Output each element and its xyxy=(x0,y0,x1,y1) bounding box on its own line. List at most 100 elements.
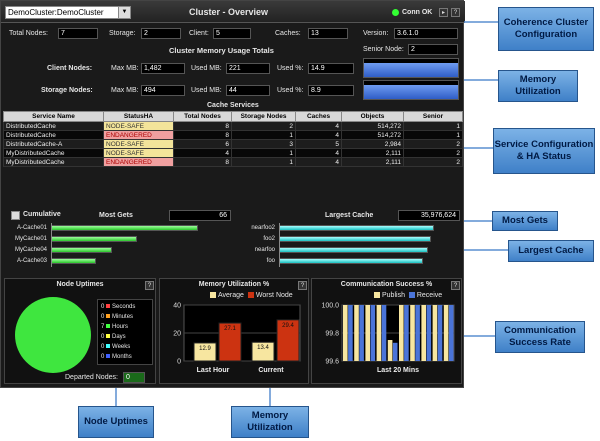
client-pct-label: Used %: xyxy=(277,65,304,72)
uptime-legend-swatch xyxy=(106,344,111,349)
largest-cache-label: foo xyxy=(266,258,275,264)
data-label: 12.9 xyxy=(199,346,211,352)
uptime-legend-count: 7 xyxy=(101,324,107,330)
uptime-legend-item: 0 Minutes xyxy=(101,314,133,320)
x-tick-label: Last Hour xyxy=(197,367,230,374)
storage-label: Storage: xyxy=(109,30,136,37)
bar-receive xyxy=(359,305,364,361)
cluster-select[interactable]: DemoCluster:DemoCluster ▼ xyxy=(5,6,131,19)
most-gets-value: 66 xyxy=(169,210,231,221)
legend-average-label: Average xyxy=(218,292,244,299)
memutil-help-button[interactable]: ? xyxy=(298,281,307,290)
uptime-legend-item: 0 Seconds xyxy=(101,304,135,310)
y-tick-label: 20 xyxy=(173,331,181,338)
uptime-legend-label: Days xyxy=(112,334,126,340)
largest-cache-axis xyxy=(279,223,280,267)
legend-worst-swatch xyxy=(247,292,254,299)
bar-publish xyxy=(421,305,426,361)
most-gets-axis xyxy=(51,223,52,267)
uptime-legend-count: 0 xyxy=(101,304,107,310)
total-nodes-label: Total Nodes: xyxy=(9,30,48,37)
storage-pct-label: Used %: xyxy=(277,87,304,94)
client-memory-trend xyxy=(363,58,459,78)
client-nodes-label: Client Nodes: xyxy=(47,65,93,72)
largest-cache-label: nearfoo xyxy=(254,247,275,253)
y-tick-label: 0 xyxy=(177,359,181,366)
version-label: Version: xyxy=(363,30,389,37)
version-value: 3.6.1.0 xyxy=(394,28,458,39)
bar-average xyxy=(251,341,275,362)
bar-receive xyxy=(404,305,409,361)
most-gets-label: MyCache04 xyxy=(14,247,47,253)
uptimes-help-button[interactable]: ? xyxy=(145,281,154,290)
legend-publish-swatch xyxy=(374,292,380,299)
bar-receive xyxy=(437,305,443,361)
most-gets-label: MyCache01 xyxy=(14,236,47,242)
node-uptimes-title: Node Uptimes xyxy=(56,281,104,288)
bar-publish xyxy=(410,305,415,361)
bar-publish xyxy=(354,305,359,361)
memutil-legend: Average Worst Node xyxy=(210,292,293,299)
table-row[interactable]: DistributedCache ENDANGERED 8 1 4 514,27… xyxy=(3,130,463,140)
bar-receive xyxy=(348,305,353,361)
bar-publish xyxy=(343,305,348,361)
uptime-legend-label: Seconds xyxy=(112,304,136,310)
cumulative-checkbox[interactable] xyxy=(11,211,20,220)
bar-receive xyxy=(426,305,432,361)
client-max-label: Max MB: xyxy=(111,65,139,72)
memory-utilization-title: Memory Utilization % xyxy=(198,281,270,288)
uptime-legend-item: 0 Weeks xyxy=(101,344,130,350)
uptime-legend-count: 0 xyxy=(101,314,107,320)
client-max-value: 1,482 xyxy=(141,63,185,74)
chevron-down-icon[interactable]: ▼ xyxy=(118,7,130,18)
most-gets-label: A-Cache01 xyxy=(16,225,47,231)
most-gets-label: A-Cache03 xyxy=(16,258,47,264)
storage-max-value: 494 xyxy=(141,85,185,96)
help-button[interactable]: ? xyxy=(451,8,460,17)
connection-status-icon xyxy=(392,9,399,16)
bar-publish xyxy=(432,305,438,361)
largest-cache-title: Largest Cache xyxy=(325,212,374,219)
storage-nodes-label: Storage Nodes: xyxy=(41,87,93,94)
uptime-legend-label: Weeks xyxy=(112,344,131,350)
y-tick-label: 99.6 xyxy=(325,359,339,366)
bar-receive xyxy=(448,305,454,361)
legend-publish-label: Publish xyxy=(382,292,405,299)
departed-nodes-label: Departed Nodes: xyxy=(65,374,118,381)
comm-legend: Publish Receive xyxy=(374,292,442,299)
communication-success-title: Communication Success % xyxy=(340,281,433,288)
uptime-legend-label: Hours xyxy=(112,324,129,330)
storage-used-label: Used MB: xyxy=(191,87,222,94)
senior-node-value: 2 xyxy=(408,44,458,55)
callout-node-uptimes: Node Uptimes xyxy=(78,406,154,438)
x-axis-label: Last 20 Mins xyxy=(377,367,419,374)
uptime-legend-swatch xyxy=(106,304,111,309)
y-tick-label: 99.8 xyxy=(325,331,339,338)
callout-memory-utilization-chart: Memory Utilization xyxy=(231,406,309,438)
storage-max-label: Max MB: xyxy=(111,87,139,94)
bar-average xyxy=(193,342,217,362)
table-row[interactable]: MyDistributedCache ENDANGERED 8 1 4 2,11… xyxy=(3,157,463,167)
storage-memory-trend xyxy=(363,80,459,100)
comm-help-button[interactable]: ? xyxy=(451,281,460,290)
client-memory-trend-fill xyxy=(364,63,458,77)
callout-cluster-configuration: Coherence Cluster Configuration xyxy=(498,7,594,51)
next-button[interactable]: ▸ xyxy=(439,8,448,17)
uptime-legend-item: 7 Hours xyxy=(101,324,128,330)
caches-label: Caches: xyxy=(275,30,301,37)
callout-memory-utilization: Memory Utilization xyxy=(498,70,578,102)
callout-communication-success: Communication Success Rate xyxy=(495,321,585,353)
bar-receive xyxy=(392,342,398,361)
callout-largest-cache: Largest Cache xyxy=(508,240,594,262)
uptime-legend-swatch xyxy=(106,314,111,319)
uptime-legend-count: 0 xyxy=(101,334,107,340)
legend-receive-label: Receive xyxy=(416,292,443,299)
bar-publish xyxy=(443,305,449,361)
bar-worst-node xyxy=(276,319,300,362)
uptime-legend-item: 0 Days xyxy=(101,334,126,340)
